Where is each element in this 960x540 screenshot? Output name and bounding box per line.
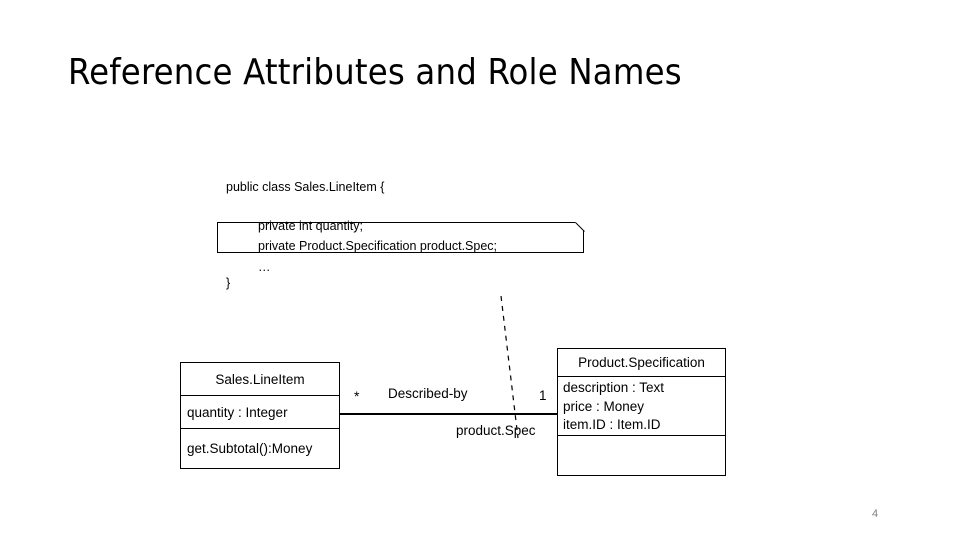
uml-multiplicity-left: * — [354, 388, 360, 404]
uml-attribute-price: price : Money — [563, 398, 645, 414]
uml-role-name-productspec: product.Spec — [456, 423, 536, 438]
code-line-closing-brace: } — [226, 276, 231, 290]
uml-attribute-itemid: item.ID : Item.ID — [563, 417, 661, 432]
uml-attributes-compartment: description : Text price : Money item.ID… — [558, 377, 725, 436]
uml-operation-getsubtotal: get.Subtotal():Money — [187, 441, 313, 456]
uml-association-line — [340, 413, 558, 415]
highlight-note-box — [217, 222, 584, 253]
page-number: 4 — [872, 508, 879, 520]
uml-attribute-quantity: quantity : Integer — [181, 396, 339, 429]
note-leader-dashed-line — [500, 295, 519, 439]
uml-class-saleslineitem[interactable]: Sales.LineItem quantity : Integer get.Su… — [180, 362, 340, 469]
code-line-ellipsis: … — [258, 260, 272, 274]
code-line-class-declaration: public class Sales.LineItem { — [226, 180, 385, 194]
uml-multiplicity-right: 1 — [539, 388, 547, 403]
uml-class-name: Product.Specification — [558, 349, 725, 377]
uml-class-productspecification[interactable]: Product.Specification description : Text… — [557, 348, 726, 476]
page-title: Reference Attributes and Role Names — [68, 52, 682, 93]
uml-class-name: Sales.LineItem — [181, 363, 339, 396]
uml-operations-compartment — [558, 436, 725, 475]
code-line-productspec-field: private Product.Specification product.Sp… — [258, 239, 498, 253]
uml-attribute-description: description : Text — [563, 380, 665, 395]
uml-association-name: Described-by — [388, 386, 468, 401]
code-line-quantity-field: private int quantity; — [258, 219, 363, 233]
